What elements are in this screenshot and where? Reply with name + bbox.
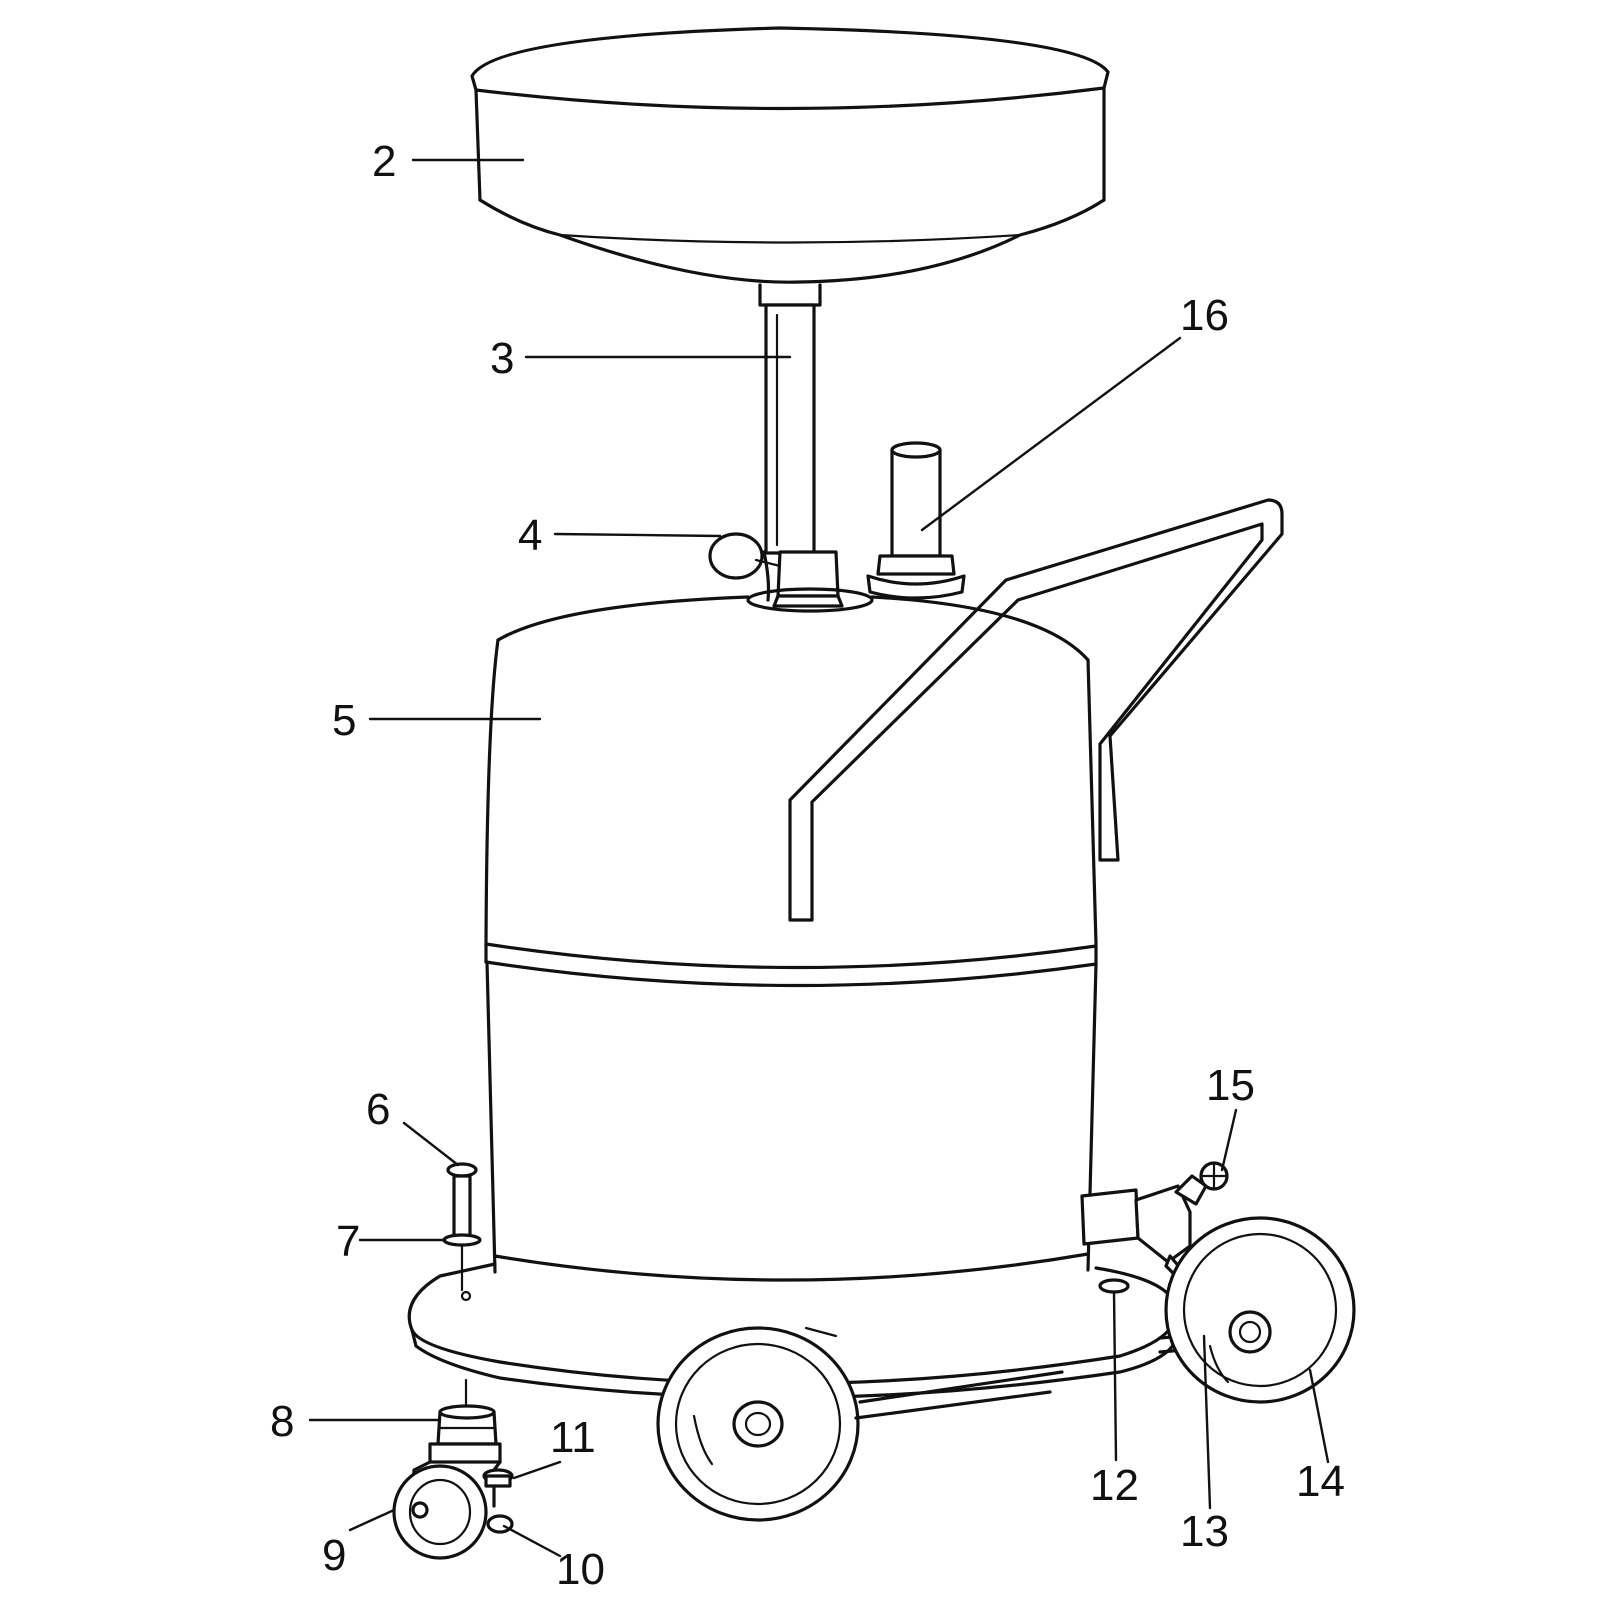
part-rear-wheel — [1164, 1216, 1356, 1404]
part-funnel-bowl — [470, 26, 1110, 284]
callout-6: 6 — [366, 1085, 390, 1134]
callout-13: 13 — [1180, 1507, 1229, 1556]
callout-leaders — [308, 158, 1330, 1558]
part-lock-collar — [708, 532, 844, 608]
part-handle — [788, 498, 1284, 922]
leader-9 — [348, 1508, 396, 1532]
callout-15: 15 — [1206, 1061, 1255, 1110]
part-drain-valve — [1080, 1161, 1229, 1280]
tank-top-ring — [746, 587, 874, 613]
part-bolt-and-washer — [442, 1162, 482, 1292]
part-front-wheel — [656, 1326, 860, 1522]
callout-16: 16 — [1180, 291, 1229, 340]
part-caster-mount — [428, 1378, 502, 1464]
part-caster-wheel — [392, 1460, 502, 1560]
leader-14 — [1308, 1368, 1330, 1464]
callout-10: 10 — [556, 1545, 605, 1594]
callout-11: 11 — [550, 1413, 596, 1462]
callout-7: 7 — [336, 1217, 360, 1266]
leader-10 — [502, 1524, 562, 1558]
part-tank-body — [484, 595, 1098, 1282]
leader-12 — [1112, 1290, 1118, 1462]
callout-12: 12 — [1090, 1461, 1139, 1510]
callout-5: 5 — [332, 696, 356, 745]
part-axle-nut-washer — [482, 1468, 514, 1534]
leader-11 — [512, 1460, 562, 1480]
leader-15 — [1220, 1108, 1238, 1172]
callout-labels: 2 3 4 5 6 7 8 9 10 11 12 13 14 15 16 — [270, 137, 1345, 1594]
callout-2: 2 — [372, 137, 396, 186]
part-telescopic-tube — [758, 283, 822, 555]
part-sight-gauge — [866, 441, 966, 600]
callout-4: 4 — [518, 511, 542, 560]
leader-13 — [1202, 1334, 1212, 1510]
callout-9: 9 — [322, 1531, 346, 1580]
leader-6 — [402, 1121, 460, 1167]
leader-16 — [920, 336, 1182, 532]
leader-4 — [553, 532, 722, 538]
callout-14: 14 — [1296, 1457, 1345, 1506]
callout-3: 3 — [490, 334, 514, 383]
callout-8: 8 — [270, 1397, 294, 1446]
